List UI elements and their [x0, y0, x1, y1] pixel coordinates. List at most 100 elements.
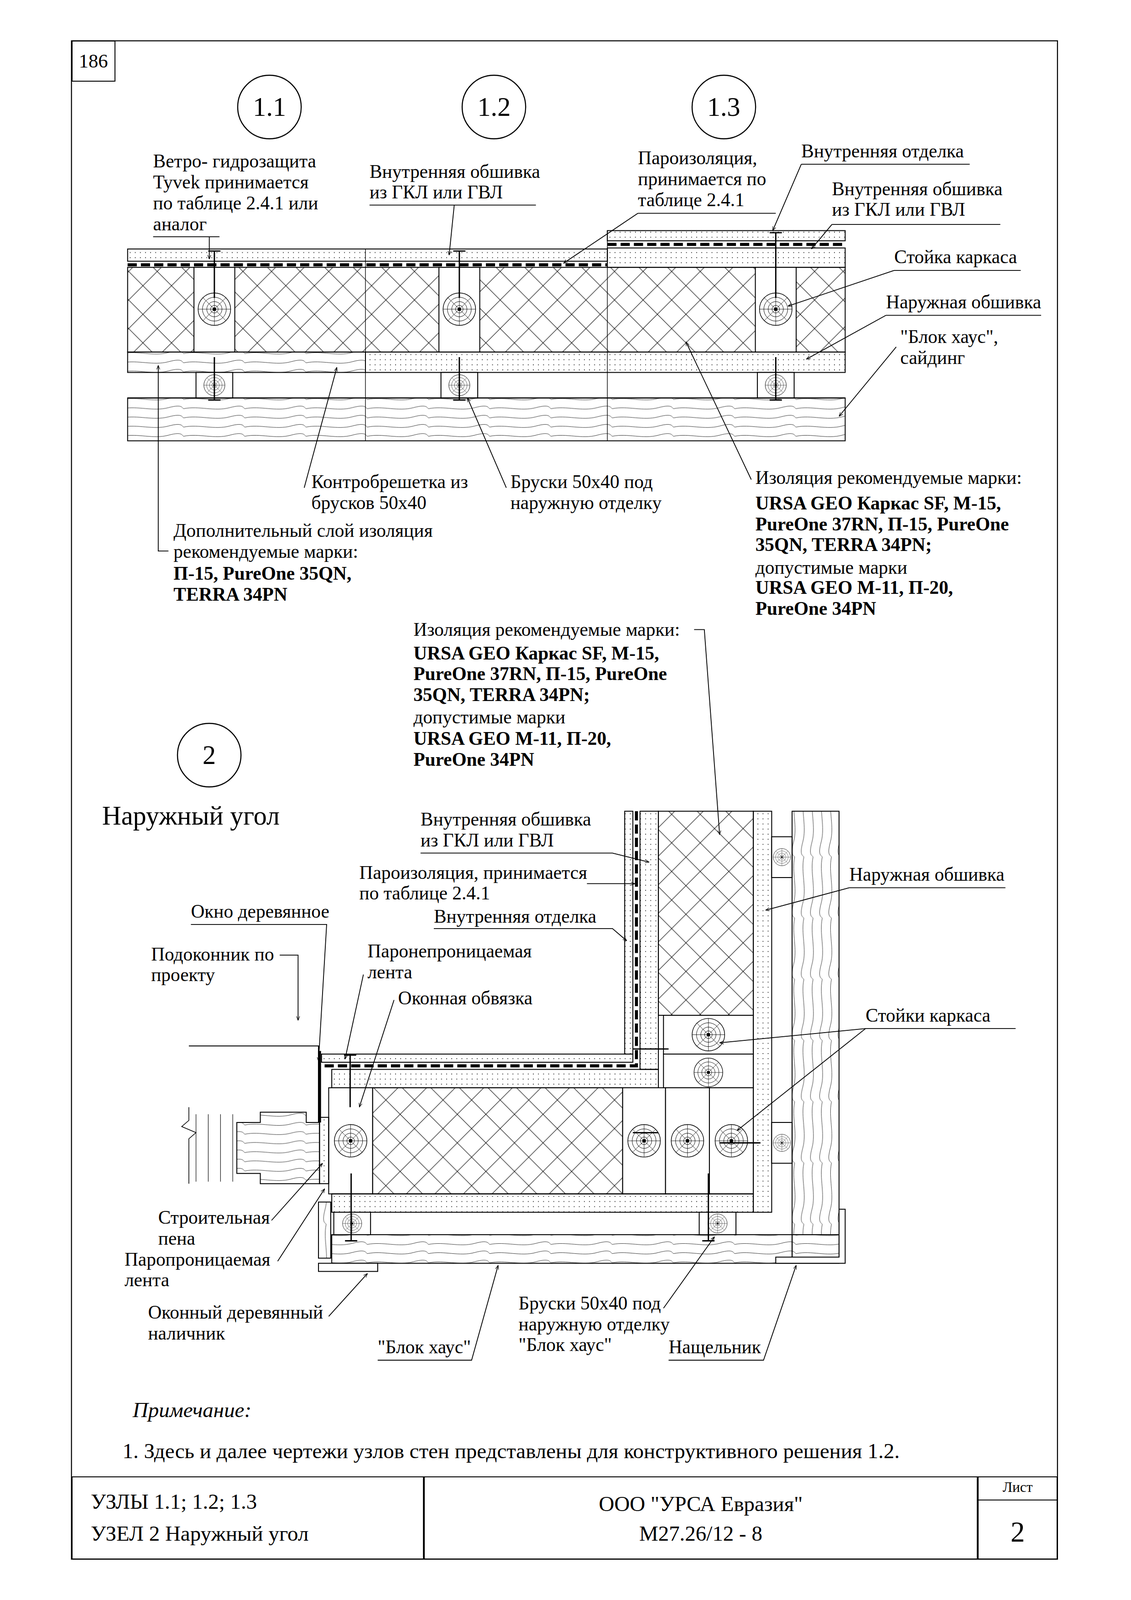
leader-lines	[586, 883, 635, 885]
leader-lines	[736, 1028, 866, 1131]
title-block-text: Лист	[1002, 1480, 1033, 1496]
leader-lines	[328, 1273, 368, 1317]
leader-lines	[839, 347, 897, 417]
leader-lines	[279, 955, 298, 1021]
leader-lines	[668, 1265, 797, 1361]
corner-section	[317, 1051, 322, 1123]
callout-label: URSA GEO M-11, П-20, PureOne 34PN	[755, 577, 975, 620]
leader-lines	[685, 341, 751, 480]
callout-circle: 2	[176, 722, 242, 788]
callout-number: 1.3	[707, 92, 741, 122]
corner-section	[318, 1202, 331, 1259]
corner-section	[181, 811, 845, 1272]
corner-section	[771, 837, 793, 878]
circle-outline	[462, 75, 526, 139]
leader-lines	[277, 1188, 325, 1262]
corner-section	[319, 1117, 329, 1184]
wall-plan-section	[127, 267, 846, 353]
callout-number: 1.2	[477, 92, 511, 122]
callout-label: URSA GEO M-11, П-20, PureOne 34PN	[413, 728, 633, 771]
callout-circle: 1.1	[236, 74, 303, 140]
title-block-text: УЗЛЫ 1.1; 1.2; 1.3	[90, 1490, 257, 1515]
corner-section	[773, 848, 791, 866]
title-block-line	[977, 1500, 1058, 1502]
corner-section	[708, 1214, 728, 1234]
wall-plan-section	[365, 352, 846, 373]
corner-section	[665, 1088, 710, 1195]
callout-label: URSA GEO Каркас SF, M-15, PureOne 37RN, …	[413, 643, 694, 707]
callout-label: Оконный деревянный наличник	[147, 1302, 334, 1345]
callout-label: Изоляция рекомендуемые марки:	[755, 467, 1022, 489]
wall-plan-section	[127, 352, 366, 373]
corner-section	[699, 1212, 737, 1236]
leader-lines	[693, 629, 720, 835]
wall-plan-section	[453, 250, 466, 401]
wall-plan-section	[127, 230, 846, 442]
leader-lines	[433, 928, 627, 942]
title-block-text: М27.26/12 - 8	[639, 1522, 763, 1547]
callout-label: Внутренняя обшивка из ГКЛ или ГВЛ	[369, 161, 546, 204]
wall-plan-section	[364, 249, 366, 442]
corner-section	[775, 1209, 845, 1264]
leader-lines	[765, 887, 1006, 911]
sheet-number-cell: Лист 2	[977, 1476, 1058, 1560]
sheet-frame	[71, 40, 1058, 1560]
circle-outline	[237, 75, 302, 139]
corner-section	[640, 811, 659, 1070]
leader-lines	[304, 367, 338, 488]
callout-label: Пароизоляция, принимается по таблице 2.4…	[637, 147, 783, 211]
callout-label: Внутренняя отделка	[433, 906, 597, 928]
corner-section	[627, 1125, 661, 1158]
corner-section	[331, 1069, 659, 1089]
callout-label: Подоконник по проекту	[151, 944, 282, 987]
callout-label: Бруски 50x40 под наружную отделку "Блок …	[518, 1293, 678, 1357]
callout-label: П-15, PureOne 35QN, TERRA 34PN	[173, 563, 363, 606]
title-block-text: 186	[78, 50, 109, 73]
corner-section	[663, 1054, 754, 1089]
corner-section	[658, 811, 754, 1016]
note-heading: Примечание:	[132, 1398, 252, 1423]
corner-section	[692, 1018, 725, 1052]
callout-label: Паропроницаемая лента	[124, 1249, 288, 1292]
corner-section	[714, 1125, 748, 1158]
corner-section	[771, 1122, 793, 1164]
title-block-text: 2	[1010, 1516, 1025, 1549]
corner-section	[624, 811, 633, 1055]
note-text: 1. Здесь и далее чертежи узлов стен пред…	[122, 1439, 900, 1464]
leader-lines	[153, 236, 220, 260]
callout-label: URSA GEO Каркас SF, M-15, PureOne 37RN, …	[755, 493, 1037, 557]
callout-label: Стойка каркаса	[894, 246, 1017, 268]
wall-plan-section	[127, 249, 608, 262]
corner-section	[196, 1114, 234, 1183]
callout-label: Контробрешетка из брусков 50x40	[311, 471, 475, 514]
corner-section	[372, 1088, 623, 1195]
title-block-text: ООО "УРСА Евразия"	[598, 1492, 803, 1517]
corner-section	[334, 1125, 367, 1158]
callout-label: "Блок хаус", сайдинг	[900, 326, 1021, 369]
callout-label: Стойки каркаса	[865, 1005, 991, 1027]
corner-section	[342, 1214, 362, 1234]
corner-section	[331, 1235, 793, 1264]
leader-lines	[271, 1163, 323, 1221]
corner-section	[321, 1054, 633, 1063]
wall-plan-section	[208, 250, 221, 401]
corner-section	[343, 1049, 761, 1242]
callout-label: Паронепроницаемая лента	[367, 941, 552, 984]
leader-lines	[563, 213, 776, 264]
corner-section	[663, 1015, 754, 1055]
wall-plan-section	[607, 242, 845, 246]
callout-label: "Блок хаус"	[377, 1337, 471, 1359]
title-block-cell: УЗЛЫ 1.1; 1.2; 1.3УЗЕЛ 2 Наружный угол	[71, 1476, 424, 1560]
callout-label: Окно деревянное	[190, 901, 329, 923]
wall-plan-section	[769, 232, 782, 401]
callout-label: Внутренняя обшивка из ГКЛ или ГВЛ	[420, 809, 597, 852]
callout-label: допустимые марки	[755, 557, 908, 579]
leader-lines	[467, 398, 507, 489]
callout-label: Нащельник	[668, 1337, 761, 1359]
callout-label: Бруски 50x40 под наружную отделку	[510, 471, 664, 514]
wall-plan-section	[607, 230, 845, 241]
callout-label: Пароизоляция, принимается по таблице 2.4…	[359, 862, 589, 905]
callout-label: Внутренняя отделка	[801, 140, 964, 162]
